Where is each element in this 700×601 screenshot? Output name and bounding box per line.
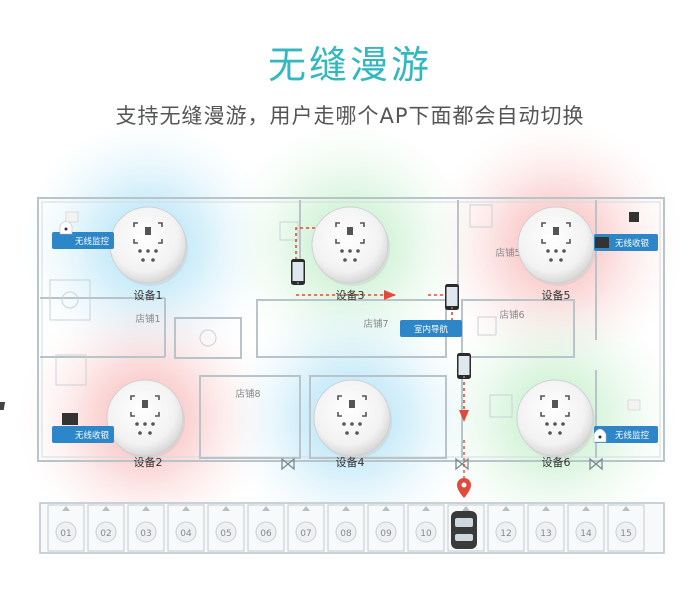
route-arrow-icon [384,290,396,300]
parking-space: 05 [207,504,245,552]
store-label: 店铺1 [135,313,160,325]
device-label: 设备4 [336,455,365,469]
camera-icon [593,399,641,443]
cashier-terminal-icon [595,212,639,248]
floor-details [49,204,513,418]
parking-number: 14 [580,529,592,539]
parking-number: 01 [60,529,71,539]
route-arrow-icon [459,410,469,422]
parking-arrow-icon [582,506,590,511]
parking-number: 12 [500,529,511,539]
tag-wireless-monitor: 无线监控 [594,426,658,443]
parking-arrow-icon [102,506,110,511]
parking-number: 08 [340,529,352,539]
parking-space: 12 [487,504,525,552]
parking-space: 03 [127,504,165,552]
location-pin-icon [457,478,471,498]
tag-indoor-navigation: 室内导航 [400,320,462,337]
parking-number: 04 [180,529,192,539]
camera-icon [59,211,79,235]
parking-arrow-icon [622,506,630,511]
parking-arrow-icon [222,506,230,511]
device-label: 设备3 [336,288,365,302]
parking-space: 13 [527,504,565,552]
parking-space: 08 [327,504,365,552]
parking-space: 15 [607,504,645,552]
parking-number: 02 [100,529,111,539]
svg-text:室内导航: 室内导航 [414,324,449,335]
phone-icon [291,259,305,285]
parking-number: 05 [220,529,231,539]
svg-text:无线收银: 无线收银 [75,430,110,441]
device-label: 设备6 [542,455,571,469]
parking-arrow-icon [182,506,190,511]
parking-arrow-icon [62,506,70,511]
parking-number: 09 [380,529,392,539]
store-label: 店铺6 [499,309,524,321]
svg-text:无线监控: 无线监控 [75,236,110,247]
parking-space: 06 [247,504,285,552]
phone-icon [445,284,459,310]
store-label: 店铺8 [235,388,260,400]
navigation-route [295,227,465,410]
parking-space: 02 [87,504,125,552]
store-label: 店铺7 [363,318,388,330]
parking-arrow-icon [262,506,270,511]
device-label: 设备1 [134,288,163,302]
parking-space: 04 [167,504,205,552]
parking-row: 01 02 03 04 05 06 07 08 09 10 12 13 14 15 [39,502,665,554]
tag-wireless-cashier: 无线收银 [52,426,114,443]
page-title: 无缝漫游 [267,43,432,87]
device-label: 设备5 [542,288,571,302]
svg-text:无线收银: 无线收银 [615,238,650,249]
parking-space: 01 [47,504,85,552]
parking-space: 10 [407,504,445,552]
cashier-terminal-icon [0,402,78,425]
parking-arrow-icon [462,506,470,511]
device-label: 设备2 [134,455,163,469]
parking-number: 03 [140,529,151,539]
parking-arrow-icon [502,506,510,511]
parking-number: 15 [620,529,631,539]
parking-arrow-icon [422,506,430,511]
parking-space: 09 [367,504,405,552]
phone-icon [457,353,471,379]
floor-walls [37,197,665,462]
parking-space: 07 [287,504,325,552]
store-label: 店铺5 [495,247,520,259]
parking-number: 13 [540,529,551,539]
parking-number: 06 [260,529,272,539]
tag-wireless-cashier: 无线收银 [594,234,658,251]
svg-text:无线监控: 无线监控 [615,430,650,441]
parking-arrow-icon [382,506,390,511]
parking-space [447,504,485,552]
parking-arrow-icon [302,506,310,511]
parking-number: 07 [300,529,311,539]
parking-number: 10 [420,529,432,539]
tag-wireless-monitor: 无线监控 [52,232,114,249]
parking-space: 14 [567,504,605,552]
parking-arrow-icon [142,506,150,511]
parking-arrow-icon [542,506,550,511]
car-icon [451,511,477,549]
parking-arrow-icon [342,506,350,511]
